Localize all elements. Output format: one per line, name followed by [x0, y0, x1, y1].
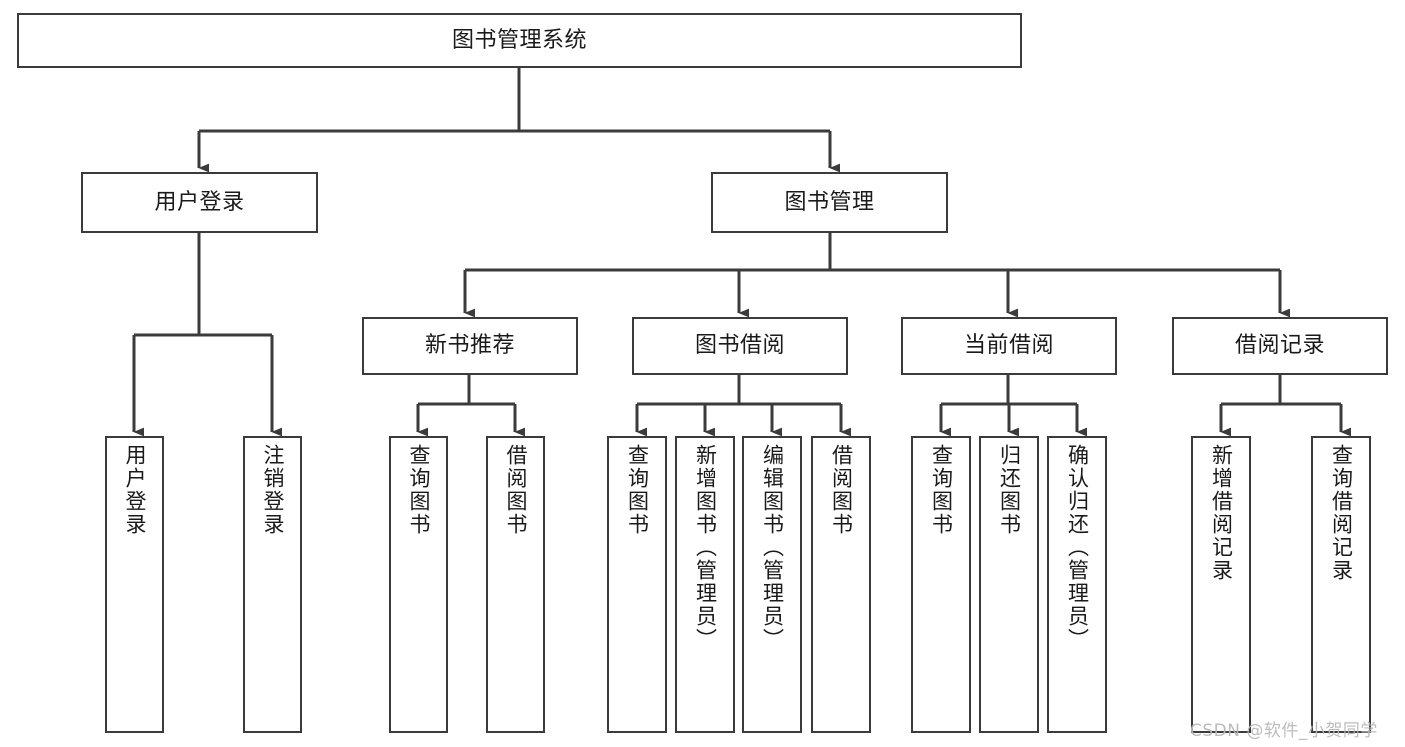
node-leaf-add-borrow-record-label: 新增借阅记录 — [1209, 444, 1234, 582]
node-root[interactable]: 图书管理系统 — [17, 13, 1022, 68]
node-user-login[interactable]: 用户登录 — [81, 172, 318, 233]
node-new-book-recommend-label: 新书推荐 — [424, 333, 515, 359]
node-leaf-confirm-return-admin[interactable]: 确认归还（管理员） — [1047, 436, 1107, 733]
node-user-login-label: 用户登录 — [154, 189, 245, 215]
node-leaf-add-book-admin-label: 新增图书（管理员） — [693, 444, 718, 651]
node-leaf-query-book-new[interactable]: 查询图书 — [389, 436, 448, 733]
node-borrow-records-label: 借阅记录 — [1234, 333, 1325, 359]
node-leaf-query-book-current-label: 查询图书 — [929, 444, 954, 536]
node-leaf-logout-label: 注销登录 — [261, 444, 285, 536]
node-leaf-confirm-return-admin-label: 确认归还（管理员） — [1065, 444, 1090, 651]
node-book-management-label: 图书管理 — [784, 189, 875, 215]
node-book-borrow-label: 图书借阅 — [694, 333, 785, 359]
node-leaf-edit-book-admin-label: 编辑图书（管理员） — [760, 444, 785, 651]
node-leaf-user-login[interactable]: 用户登录 — [105, 436, 164, 733]
node-leaf-query-borrow-record-label: 查询借阅记录 — [1329, 444, 1354, 582]
node-leaf-add-borrow-record[interactable]: 新增借阅记录 — [1191, 436, 1251, 733]
node-leaf-logout[interactable]: 注销登录 — [243, 436, 302, 733]
node-leaf-query-book-new-label: 查询图书 — [407, 444, 431, 536]
node-leaf-return-book-label: 归还图书 — [997, 444, 1022, 536]
node-leaf-query-book-borrow-label: 查询图书 — [625, 444, 650, 536]
node-leaf-user-login-label: 用户登录 — [123, 444, 147, 536]
node-book-management[interactable]: 图书管理 — [711, 172, 948, 233]
node-root-label: 图书管理系统 — [451, 27, 587, 53]
node-current-borrow-label: 当前借阅 — [963, 333, 1054, 359]
node-new-book-recommend[interactable]: 新书推荐 — [362, 317, 578, 375]
node-leaf-query-book-current[interactable]: 查询图书 — [911, 436, 971, 733]
csdn-watermark: CSDN @软件_小贺同学 — [1190, 721, 1378, 741]
node-leaf-edit-book-admin[interactable]: 编辑图书（管理员） — [742, 436, 802, 733]
node-leaf-borrow-book-label: 借阅图书 — [829, 444, 854, 536]
node-borrow-records[interactable]: 借阅记录 — [1172, 317, 1388, 375]
node-leaf-borrow-book-new[interactable]: 借阅图书 — [486, 436, 545, 733]
node-leaf-add-book-admin[interactable]: 新增图书（管理员） — [675, 436, 735, 733]
node-leaf-return-book[interactable]: 归还图书 — [979, 436, 1039, 733]
node-leaf-borrow-book-new-label: 借阅图书 — [504, 444, 528, 536]
node-current-borrow[interactable]: 当前借阅 — [901, 317, 1117, 375]
node-book-borrow[interactable]: 图书借阅 — [632, 317, 848, 375]
node-leaf-borrow-book[interactable]: 借阅图书 — [811, 436, 871, 733]
node-leaf-query-borrow-record[interactable]: 查询借阅记录 — [1311, 436, 1371, 733]
node-leaf-query-book-borrow[interactable]: 查询图书 — [607, 436, 667, 733]
